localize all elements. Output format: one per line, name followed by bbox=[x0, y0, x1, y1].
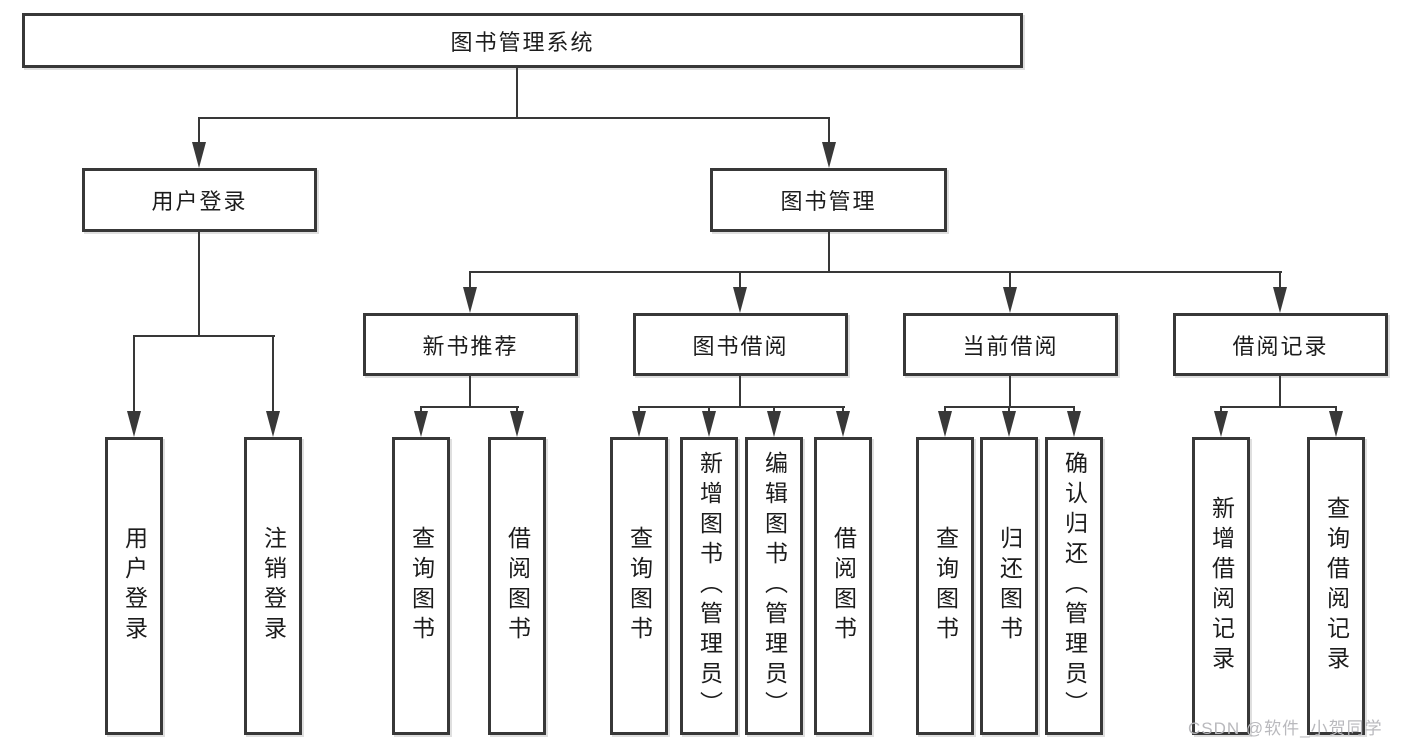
arrow-down-icon bbox=[127, 411, 141, 437]
node-new-book-recommendation: 新书推荐 bbox=[363, 313, 578, 376]
leaf-logout: 注销登录 bbox=[244, 437, 302, 735]
leaf-user-login: 用户登录 bbox=[105, 437, 163, 735]
connector-line bbox=[420, 406, 519, 408]
node-book-management: 图书管理 bbox=[710, 168, 947, 232]
leaf-confirm-return-admin: 确认归还（管理员） bbox=[1045, 437, 1103, 735]
arrow-down-icon bbox=[1214, 411, 1228, 437]
leaf-query-books-current: 查询图书 bbox=[916, 437, 974, 735]
connector-line bbox=[944, 406, 946, 415]
arrow-down-icon bbox=[192, 142, 206, 168]
node-label: 注销登录 bbox=[260, 526, 287, 646]
leaf-query-books-recommend: 查询图书 bbox=[392, 437, 450, 735]
connector-line bbox=[773, 406, 775, 415]
connector-line bbox=[516, 68, 518, 119]
connector-line bbox=[469, 271, 1282, 273]
connector-line bbox=[828, 119, 830, 144]
connector-line bbox=[469, 376, 471, 408]
node-label: 新增借阅记录 bbox=[1208, 496, 1235, 676]
node-label: 新书推荐 bbox=[422, 333, 519, 359]
node-borrowing-records: 借阅记录 bbox=[1173, 313, 1388, 376]
arrow-down-icon bbox=[1002, 411, 1016, 437]
leaf-query-borrow-record: 查询借阅记录 bbox=[1307, 437, 1365, 735]
connector-line bbox=[1009, 273, 1011, 289]
connector-line bbox=[739, 273, 741, 289]
connector-line bbox=[638, 406, 845, 408]
arrow-down-icon bbox=[1003, 287, 1017, 313]
connector-line bbox=[1009, 376, 1011, 408]
arrow-down-icon bbox=[836, 411, 850, 437]
connector-line bbox=[1279, 376, 1281, 408]
leaf-borrow-books: 借阅图书 bbox=[814, 437, 872, 735]
arrow-down-icon bbox=[767, 411, 781, 437]
node-label: 当前借阅 bbox=[962, 333, 1059, 359]
connector-line bbox=[516, 406, 518, 415]
node-label: 图书管理系统 bbox=[450, 29, 595, 55]
connector-line bbox=[469, 273, 471, 289]
node-book-borrowing: 图书借阅 bbox=[633, 313, 848, 376]
connector-line bbox=[133, 335, 275, 337]
node-label: 新增图书（管理员） bbox=[696, 451, 723, 721]
arrow-down-icon bbox=[414, 411, 428, 437]
connector-line bbox=[842, 406, 844, 415]
leaf-add-borrow-record: 新增借阅记录 bbox=[1192, 437, 1250, 735]
connector-line bbox=[708, 406, 710, 415]
arrow-down-icon bbox=[733, 287, 747, 313]
leaf-add-books-admin: 新增图书（管理员） bbox=[680, 437, 738, 735]
connector-line bbox=[1220, 406, 1222, 415]
node-current-borrowing: 当前借阅 bbox=[903, 313, 1118, 376]
node-label: 用户登录 bbox=[121, 526, 148, 646]
node-label: 用户登录 bbox=[151, 189, 248, 214]
node-label: 查询图书 bbox=[408, 526, 435, 646]
connector-line bbox=[1279, 273, 1281, 289]
connector-line bbox=[828, 232, 830, 273]
arrow-down-icon bbox=[1329, 411, 1343, 437]
arrow-down-icon bbox=[702, 411, 716, 437]
node-label: 借阅记录 bbox=[1232, 333, 1329, 359]
node-label: 借阅图书 bbox=[504, 526, 531, 646]
node-label: 归还图书 bbox=[996, 526, 1023, 646]
connector-line bbox=[272, 337, 274, 413]
arrow-down-icon bbox=[632, 411, 646, 437]
connector-line bbox=[1220, 406, 1337, 408]
leaf-query-books-borrowing: 查询图书 bbox=[610, 437, 668, 735]
connector-line bbox=[198, 119, 200, 144]
leaf-return-books: 归还图书 bbox=[980, 437, 1038, 735]
node-user-login: 用户登录 bbox=[82, 168, 317, 232]
arrow-down-icon bbox=[266, 411, 280, 437]
node-label: 图书管理 bbox=[780, 189, 877, 214]
connector-line bbox=[198, 117, 830, 119]
node-label: 确认归还（管理员） bbox=[1061, 451, 1088, 721]
connector-line bbox=[1073, 406, 1075, 415]
node-label: 查询图书 bbox=[626, 526, 653, 646]
connector-line bbox=[420, 406, 422, 415]
arrow-down-icon bbox=[1273, 287, 1287, 313]
connector-line bbox=[1335, 406, 1337, 415]
connector-line bbox=[739, 376, 741, 408]
connector-line bbox=[1008, 406, 1010, 415]
node-label: 借阅图书 bbox=[830, 526, 857, 646]
connector-line bbox=[638, 406, 640, 415]
leaf-edit-books-admin: 编辑图书（管理员） bbox=[745, 437, 803, 735]
leaf-borrow-books-recommend: 借阅图书 bbox=[488, 437, 546, 735]
node-label: 图书借阅 bbox=[692, 333, 789, 359]
node-label: 查询借阅记录 bbox=[1323, 496, 1350, 676]
arrow-down-icon bbox=[463, 287, 477, 313]
arrow-down-icon bbox=[938, 411, 952, 437]
node-label: 编辑图书（管理员） bbox=[761, 451, 788, 721]
connector-line bbox=[133, 337, 135, 413]
arrow-down-icon bbox=[510, 411, 524, 437]
connector-line bbox=[198, 232, 200, 337]
node-label: 查询图书 bbox=[932, 526, 959, 646]
node-library-system: 图书管理系统 bbox=[22, 13, 1023, 68]
arrow-down-icon bbox=[822, 142, 836, 168]
arrow-down-icon bbox=[1067, 411, 1081, 437]
